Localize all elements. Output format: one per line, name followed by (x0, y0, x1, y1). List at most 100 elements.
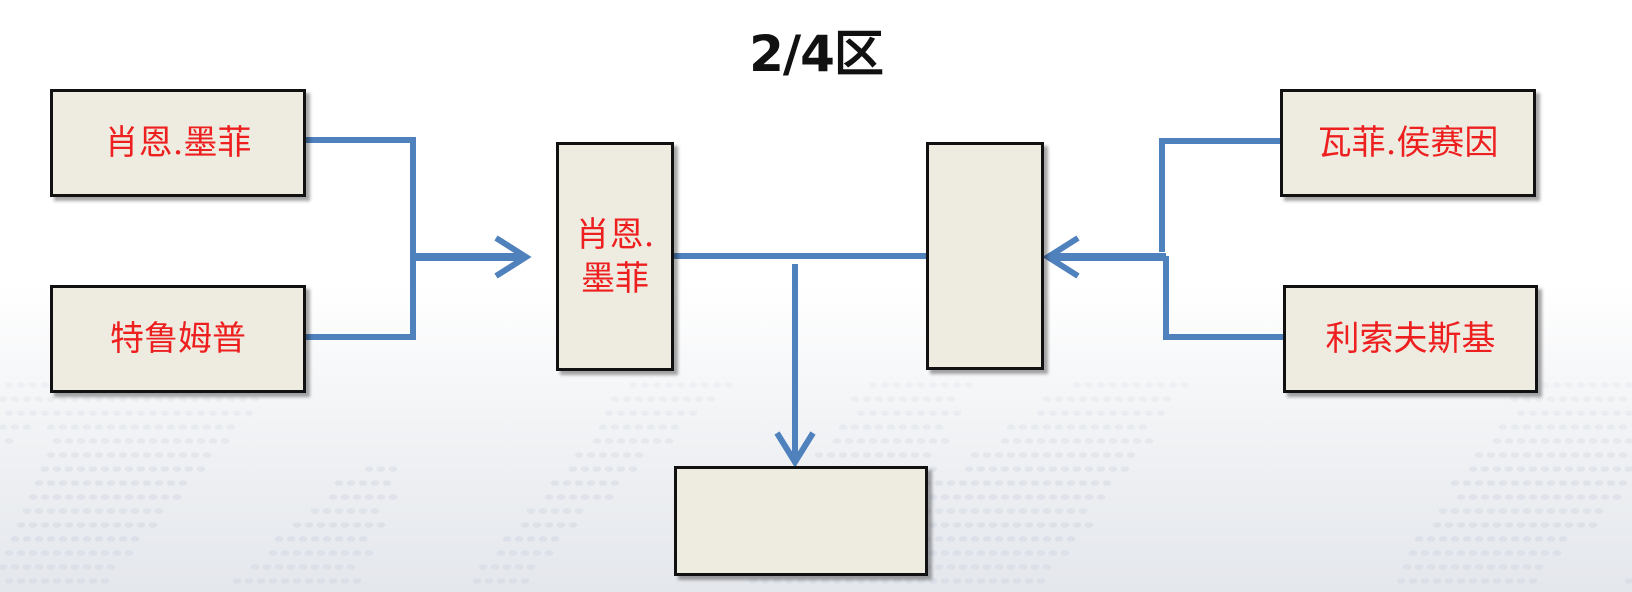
background-dot (952, 522, 962, 528)
background-dot (34, 564, 44, 570)
background-dot (1444, 522, 1454, 528)
background-dot (520, 522, 530, 528)
background-dot (928, 382, 938, 388)
background-dot (934, 508, 944, 514)
background-dot (1120, 466, 1130, 472)
background-dot (166, 424, 176, 430)
background-dot (130, 536, 140, 542)
background-dot (892, 578, 902, 584)
background-dot (214, 424, 224, 430)
background-dot (970, 508, 980, 514)
player-box-left-bottom: 特鲁姆普 (50, 285, 306, 393)
background-dot (22, 536, 32, 542)
background-dot (40, 466, 50, 472)
background-dot (1066, 508, 1076, 514)
background-dot (676, 410, 686, 416)
background-dot (994, 564, 1004, 570)
background-dot (106, 536, 116, 542)
background-dot (970, 564, 980, 570)
background-dot (856, 438, 866, 444)
background-dot (1606, 396, 1616, 402)
background-dot (832, 438, 842, 444)
background-dot (154, 396, 164, 402)
background-dot (1516, 550, 1526, 556)
background-dot (1492, 578, 1502, 584)
background-dot (1072, 410, 1082, 416)
background-dot (964, 578, 974, 584)
background-dot (1546, 424, 1556, 430)
background-dot (1558, 536, 1568, 542)
background-dot (1066, 480, 1076, 486)
background-dot (166, 480, 176, 486)
background-dot (160, 410, 170, 416)
background-dot (1024, 578, 1034, 584)
background-dot (928, 410, 938, 416)
background-dot (856, 410, 866, 416)
background-dot (94, 508, 104, 514)
background-dot (664, 410, 674, 416)
background-dot (982, 452, 992, 458)
background-dot (1060, 522, 1070, 528)
background-dot (1024, 438, 1034, 444)
background-dot (10, 396, 20, 402)
background-dot (34, 508, 44, 514)
background-dot (1462, 480, 1472, 486)
background-dot (1564, 382, 1574, 388)
background-dot (10, 536, 20, 542)
background-dot (1546, 396, 1556, 402)
background-dot (928, 438, 938, 444)
background-dot (1468, 494, 1478, 500)
background-dot (886, 396, 896, 402)
background-dot (1030, 452, 1040, 458)
background-dot (46, 536, 56, 542)
background-dot (568, 522, 578, 528)
background-dot (376, 466, 386, 472)
background-dot (142, 424, 152, 430)
background-dot (706, 396, 716, 402)
background-dot (1024, 466, 1034, 472)
background-dot (94, 452, 104, 458)
background-dot (4, 382, 14, 388)
background-dot (1474, 508, 1484, 514)
background-dot (1096, 494, 1106, 500)
background-dot (1606, 424, 1616, 430)
background-dot (190, 452, 200, 458)
background-dot (520, 550, 530, 556)
background-dot (124, 438, 134, 444)
background-dot (898, 396, 908, 402)
background-dot (1444, 578, 1454, 584)
background-dot (76, 466, 86, 472)
background-dot (100, 522, 110, 528)
background-dot (1612, 494, 1622, 500)
background-dot (16, 578, 26, 584)
background-dot (958, 536, 968, 542)
background-dot (52, 466, 62, 472)
background-dot (124, 522, 134, 528)
background-dot (1066, 396, 1076, 402)
background-dot (1030, 536, 1040, 542)
background-dot (502, 536, 512, 542)
background-dot (100, 410, 110, 416)
background-dot (946, 396, 956, 402)
background-dot (1594, 396, 1604, 402)
background-dot (928, 466, 938, 472)
background-dot (880, 410, 890, 416)
background-dot (1024, 550, 1034, 556)
background-dot (64, 438, 74, 444)
background-dot (148, 466, 158, 472)
background-dot (1414, 536, 1424, 542)
background-dot (1024, 494, 1034, 500)
background-dot (388, 466, 398, 472)
background-dot (1450, 564, 1460, 570)
background-dot (1012, 550, 1022, 556)
background-dot (928, 578, 938, 584)
background-dot (1618, 424, 1628, 430)
background-dot (1606, 452, 1616, 458)
background-dot (334, 508, 344, 514)
background-dot (1078, 508, 1088, 514)
background-dot (1504, 494, 1514, 500)
background-dot (70, 508, 80, 514)
background-dot (40, 382, 50, 388)
background-dot (1444, 550, 1454, 556)
background-dot (94, 536, 104, 542)
